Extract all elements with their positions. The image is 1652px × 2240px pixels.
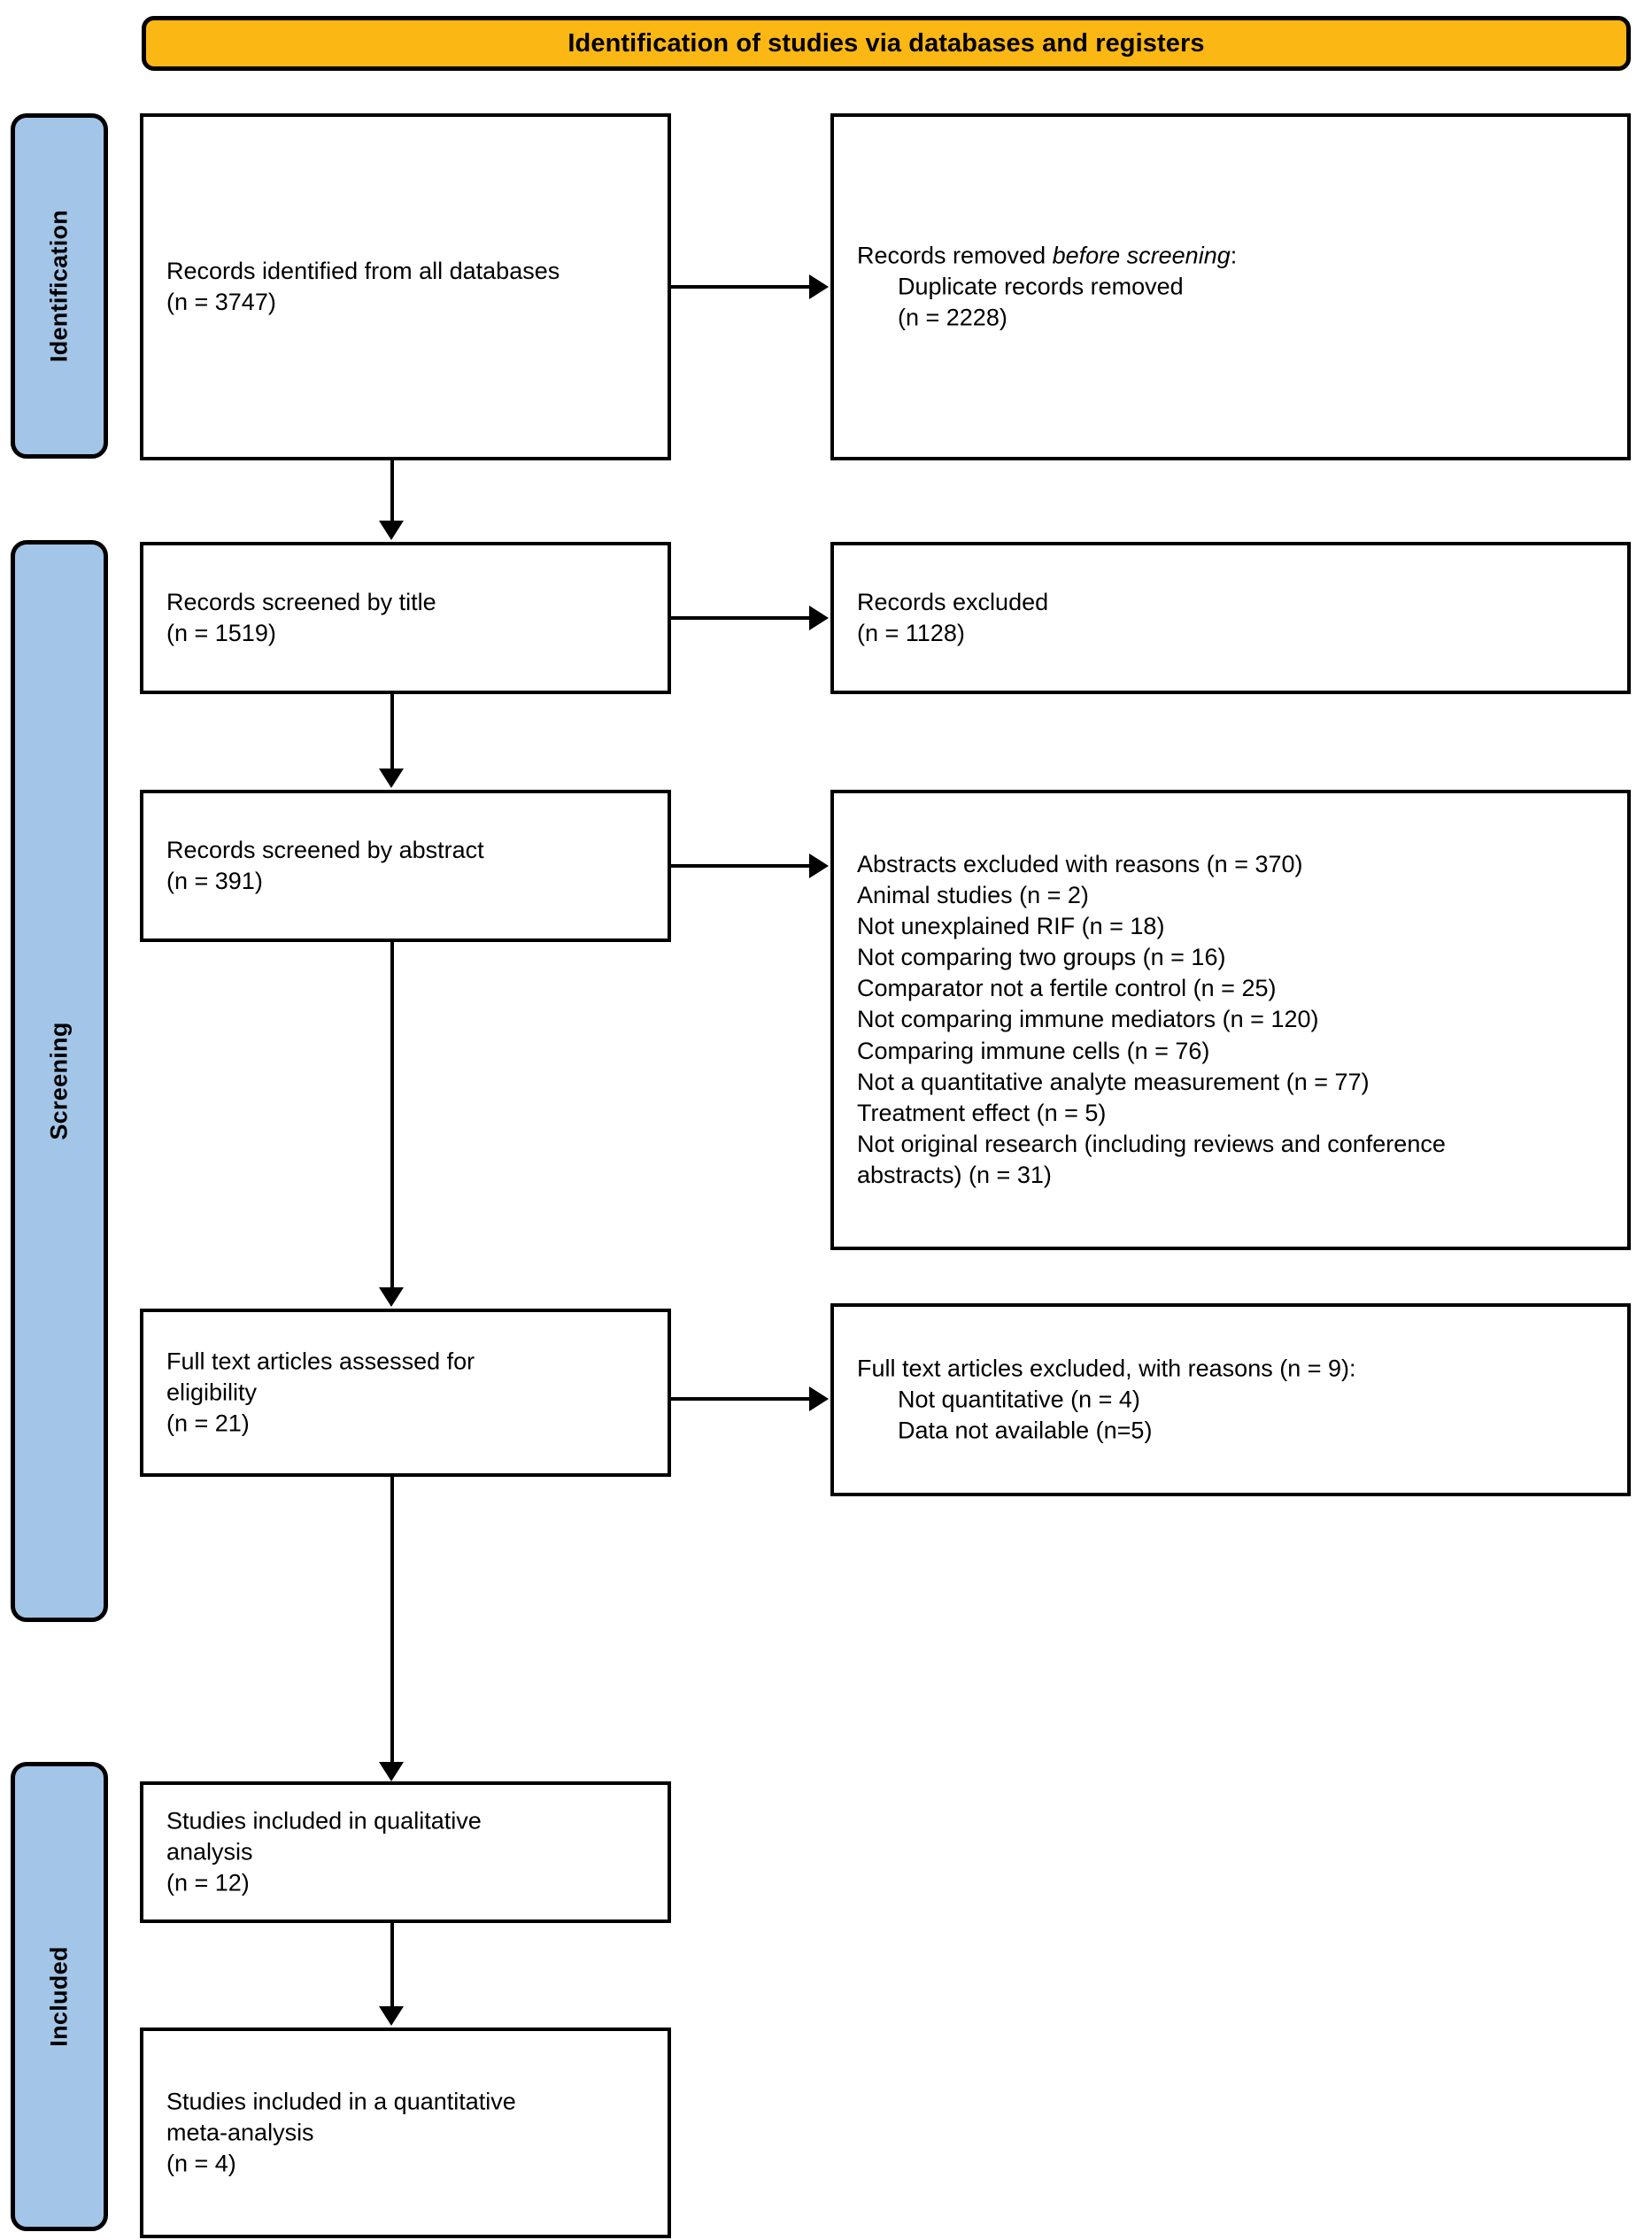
arrowhead-right-removed: [809, 274, 829, 299]
box-abstracts-excluded-reasons: Abstracts excluded with reasons (n = 370…: [830, 790, 1631, 1250]
fulltext-excluded-line-3: Data not available (n=5): [898, 1417, 1153, 1444]
arrowhead-right-excluded-fulltext: [809, 1386, 829, 1411]
records-removed-emphasis: before screening: [1052, 242, 1231, 269]
fulltext-excluded-line-1: Full text articles excluded, with reason…: [857, 1355, 1356, 1382]
box-records-identified-text: Records identified from all databases (n…: [166, 256, 655, 318]
arrowhead-down-screened-abstract: [379, 769, 404, 788]
box-studies-quantitative-text: Studies included in a quantitative meta-…: [166, 2086, 655, 2179]
box-fulltext-excluded-reasons: Full text articles excluded, with reason…: [830, 1303, 1631, 1496]
screened-title-line-1: Records screened by title: [166, 588, 436, 615]
screened-abstract-line-2: (n = 391): [166, 868, 263, 894]
box-records-removed: Records removed before screening: Duplic…: [830, 113, 1631, 460]
box-records-excluded-title-text: Records excluded (n = 1128): [857, 587, 1615, 649]
diagram-title: Identification of studies via databases …: [567, 28, 1205, 58]
records-removed-line-3: (n = 2228): [898, 304, 1007, 331]
arrowhead-down-fulltext: [379, 1287, 404, 1307]
connector-identified-to-screened-title: [390, 460, 394, 522]
connector-qualitative-to-quantitative: [390, 1923, 394, 2008]
connector-screened-abstract-to-fulltext: [390, 942, 394, 1289]
quantitative-line-3: (n = 4): [166, 2150, 236, 2177]
excluded-title-line-1: Records excluded: [857, 588, 1049, 615]
arrowhead-right-excluded-title: [809, 606, 829, 630]
box-abstracts-excluded-reasons-text: Abstracts excluded with reasons (n = 370…: [857, 849, 1615, 1191]
box-studies-qualitative-text: Studies included in qualitative analysis…: [166, 1805, 655, 1898]
abstracts-excluded-line-10: Not original research (including reviews…: [857, 1130, 1446, 1157]
box-fulltext-assessed: Full text articles assessed for eligibil…: [140, 1309, 671, 1477]
records-identified-line-1: Records identified from all databases: [166, 257, 560, 284]
quantitative-line-2: meta-analysis: [166, 2119, 314, 2146]
fulltext-excluded-line-2: Not quantitative (n = 4): [898, 1386, 1140, 1413]
abstracts-excluded-line-6: Not comparing immune mediators (n = 120): [857, 1006, 1319, 1033]
box-fulltext-assessed-text: Full text articles assessed for eligibil…: [166, 1346, 655, 1439]
connector-screened-title-to-screened-abstract: [390, 694, 394, 770]
qualitative-line-1: Studies included in qualitative: [166, 1807, 482, 1834]
connector-fulltext-to-excluded: [671, 1397, 811, 1401]
box-records-screened-title-text: Records screened by title (n = 1519): [166, 587, 655, 649]
connector-fulltext-to-qualitative: [390, 1477, 394, 1764]
arrowhead-down-quantitative: [379, 2006, 404, 2026]
records-removed-line-2: Duplicate records removed: [898, 273, 1184, 300]
box-studies-qualitative: Studies included in qualitative analysis…: [140, 1781, 671, 1923]
records-removed-line-1: Records removed before screening:: [857, 240, 1615, 271]
abstracts-excluded-line-4: Not comparing two groups (n = 16): [857, 944, 1226, 971]
stage-bar-screening: Screening: [11, 540, 108, 1622]
connector-identified-to-removed: [671, 285, 811, 289]
fulltext-assessed-line-2: eligibility: [166, 1379, 258, 1406]
abstracts-excluded-line-3: Not unexplained RIF (n = 18): [857, 913, 1165, 940]
box-records-identified: Records identified from all databases (n…: [140, 113, 671, 460]
stage-label-identification: Identification: [45, 209, 73, 363]
records-removed-colon: :: [1230, 242, 1238, 269]
stage-label-screening: Screening: [45, 1022, 73, 1140]
screened-abstract-line-1: Records screened by abstract: [166, 836, 484, 863]
box-records-removed-text: Records removed before screening: Duplic…: [857, 240, 1615, 333]
quantitative-line-1: Studies included in a quantitative: [166, 2088, 516, 2115]
diagram-header-banner: Identification of studies via databases …: [142, 16, 1631, 71]
box-records-excluded-title: Records excluded (n = 1128): [830, 542, 1631, 694]
box-fulltext-excluded-reasons-text: Full text articles excluded, with reason…: [857, 1353, 1615, 1446]
abstracts-excluded-line-2: Animal studies (n = 2): [857, 882, 1089, 909]
excluded-title-line-2: (n = 1128): [857, 620, 965, 646]
arrowhead-down-screened-title: [379, 521, 404, 540]
box-records-screened-title: Records screened by title (n = 1519): [140, 542, 671, 694]
stage-bar-included: Included: [11, 1762, 108, 2231]
stage-label-included: Included: [45, 1946, 73, 2047]
arrowhead-down-qualitative: [379, 1762, 404, 1781]
qualitative-line-3: (n = 12): [166, 1869, 250, 1896]
abstracts-excluded-line-8: Not a quantitative analyte measurement (…: [857, 1068, 1370, 1095]
fulltext-assessed-line-3: (n = 21): [166, 1410, 250, 1437]
box-records-screened-abstract-text: Records screened by abstract (n = 391): [166, 835, 655, 897]
abstracts-excluded-line-11: abstracts) (n = 31): [857, 1161, 1052, 1188]
abstracts-excluded-line-5: Comparator not a fertile control (n = 25…: [857, 975, 1277, 1002]
abstracts-excluded-line-1: Abstracts excluded with reasons (n = 370…: [857, 850, 1303, 877]
connector-screened-title-to-excluded: [671, 616, 811, 620]
box-records-screened-abstract: Records screened by abstract (n = 391): [140, 790, 671, 942]
connector-screened-abstract-to-excluded: [671, 864, 811, 868]
records-removed-prefix: Records removed: [857, 242, 1053, 269]
arrowhead-right-excluded-abstract: [809, 854, 829, 878]
abstracts-excluded-line-7: Comparing immune cells (n = 76): [857, 1037, 1210, 1064]
box-studies-quantitative: Studies included in a quantitative meta-…: [140, 2028, 671, 2238]
stage-bar-identification: Identification: [11, 113, 108, 459]
abstracts-excluded-line-9: Treatment effect (n = 5): [857, 1099, 1107, 1126]
screened-title-line-2: (n = 1519): [166, 620, 276, 646]
qualitative-line-2: analysis: [166, 1838, 253, 1865]
fulltext-assessed-line-1: Full text articles assessed for: [166, 1348, 475, 1375]
records-identified-line-2: (n = 3747): [166, 289, 276, 315]
